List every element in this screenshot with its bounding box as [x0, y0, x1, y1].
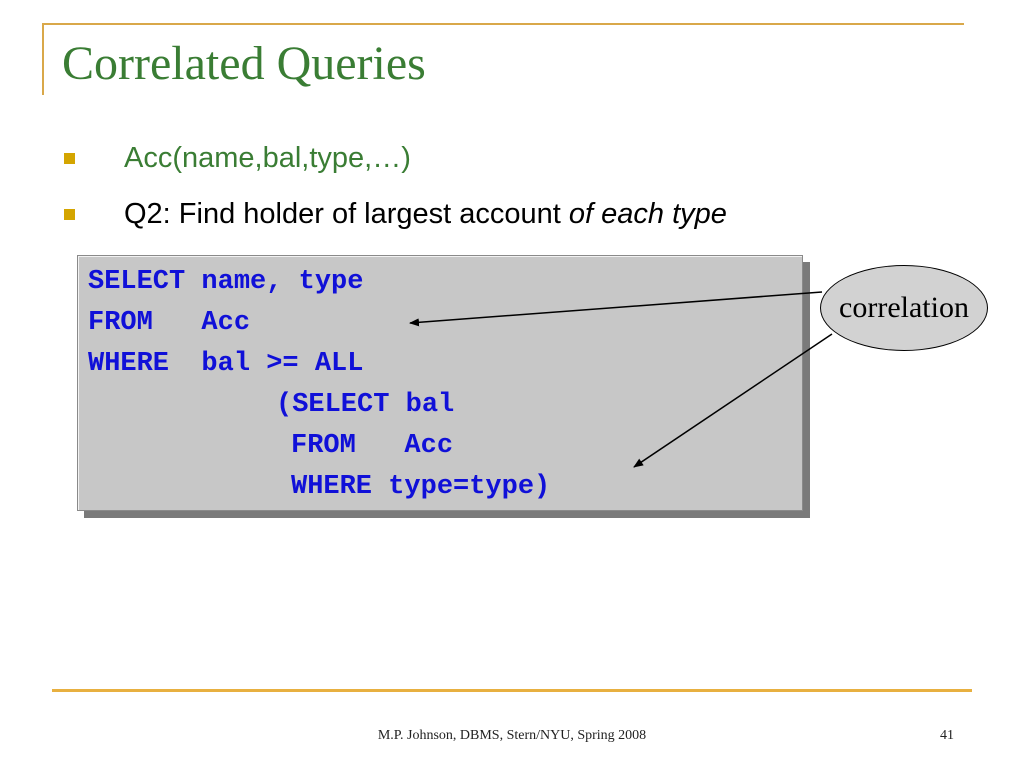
square-bullet-icon [64, 153, 75, 164]
code-line: (SELECT bal [276, 390, 455, 420]
bullet-text: Q2: Find holder of largest account of ea… [124, 196, 727, 232]
correlation-callout: correlation [820, 265, 988, 351]
slide-title: Correlated Queries [62, 37, 426, 90]
top-rule [42, 23, 964, 25]
sql-code-box: SELECT name, type FROM Acc WHERE bal >= … [77, 255, 803, 511]
footer-text: M.P. Johnson, DBMS, Stern/NYU, Spring 20… [377, 728, 647, 743]
code-line: SELECT name, type [88, 267, 364, 297]
bullet-plain-text: Q2: Find holder of largest account [124, 198, 569, 230]
code-line: WHERE type=type) [291, 472, 551, 502]
bullet-emphasis-text: of each type [568, 198, 727, 230]
callout-label: correlation [839, 291, 969, 324]
code-line: WHERE bal >= ALL [88, 349, 364, 379]
code-line: FROM Acc [88, 308, 251, 338]
bottom-rule [52, 689, 972, 692]
left-rule [42, 23, 44, 95]
page-number: 41 [940, 728, 954, 743]
code-line: FROM Acc [291, 431, 454, 461]
bullet-text: Acc(name,bal,type,…) [124, 142, 411, 174]
arrow-to-outer-acc [409, 291, 823, 327]
square-bullet-icon [64, 209, 75, 220]
arrow-to-inner-type [633, 333, 833, 468]
